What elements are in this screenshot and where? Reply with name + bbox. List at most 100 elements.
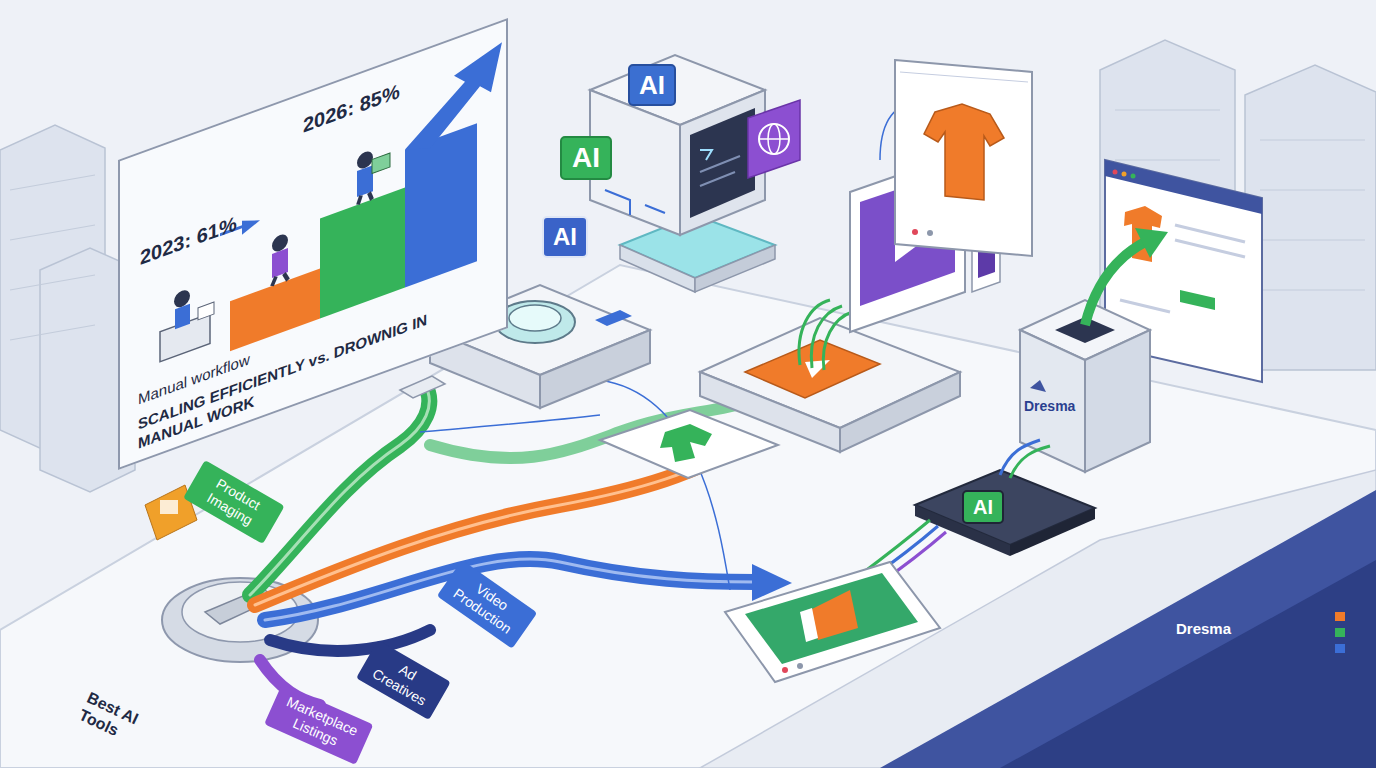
web-page [1175,240,1245,257]
worker-figures [369,192,372,201]
dresma-box [1085,330,1150,472]
city-buildings [10,225,95,240]
ai-chip [915,470,1095,556]
worker-figures [358,196,361,205]
green-shirt-card [600,410,778,478]
ai-cube [700,156,740,172]
image-tag [160,500,178,514]
cabinet [700,470,1376,768]
ai-cube [759,124,789,154]
ai-cube [700,150,712,160]
tool-tag: Video Production [437,560,538,649]
ad-card [725,562,940,682]
node-text: Dresma [1176,620,1231,637]
tool-tag: Product Imaging [183,460,285,544]
city-buildings [1115,160,1220,161]
cabinet [700,470,1376,768]
ai-cube [605,190,665,215]
web-page [1105,160,1262,214]
worker-figures [372,153,390,174]
green-arrow [1085,242,1145,325]
tool-tag: Marketplace Listings [264,684,373,765]
node-text: Video Production [446,569,528,640]
ad-card [800,608,818,642]
chip-wires [1010,446,1050,478]
video-machine [840,372,960,452]
cabinet [1335,612,1345,621]
ai-cube [748,100,800,178]
worker-figures [284,272,288,281]
cabinet [1335,628,1345,637]
ad-card [782,667,788,673]
ai-tag: AI [560,136,612,180]
orange-shirt-card [912,229,918,235]
growth-chart [242,214,260,235]
dresma-box [1030,380,1046,392]
node-text: AI [973,497,993,517]
city-buildings [10,275,95,290]
ai-badge: AI [628,64,676,106]
green-arrow [1085,228,1168,325]
city-buildings [10,175,95,190]
ad-card [810,590,858,640]
data-ribbons [270,630,430,651]
worker-figures [160,143,390,362]
city-buildings [1260,290,1365,291]
camera-machine [400,376,445,398]
node-text: AI [553,225,577,249]
growth-chart [320,188,405,319]
green-shirt-card [600,410,778,478]
cabinet [880,490,1376,768]
worker-figures [272,276,276,285]
node-text: AI [639,72,665,98]
ai-tag: AI [542,216,588,258]
monitor-brand: Dresma [1172,618,1235,639]
green-arrow [1135,228,1168,258]
ai-chip [1010,508,1095,556]
ai-cube [620,245,695,292]
city-buildings [1115,110,1220,111]
web-page [1113,170,1118,175]
web-page [1175,225,1245,242]
node-text: Ad Creatives [365,648,441,711]
ai-cube [759,138,789,140]
camera-machine [595,310,632,326]
web-page [1122,172,1127,177]
ai-cube [690,108,755,218]
ai-chip: AI [962,490,1004,524]
orange-shirt-card [900,72,1028,82]
ad-card [745,573,918,664]
web-page [1120,300,1170,312]
node-text: SCALING EFFICIENTLY vs. DROWNIG IN MANUA… [138,287,488,452]
ad-card [797,663,803,669]
chip-wires [1000,440,1040,475]
video-machine [805,360,830,378]
node-text: Dresma [1024,398,1075,414]
dresma-box [1020,330,1085,472]
node-text: Marketplace Listings [273,692,364,757]
ai-cube [768,124,780,154]
city-buildings [1260,190,1365,191]
city-buildings [10,325,95,340]
cabinet [1335,644,1345,653]
growth-chart [405,42,502,157]
tool-tag: Ad Creatives [356,640,451,720]
video-machine [799,300,852,370]
ai-cube [695,245,775,292]
chart-panel: 2026: 85%2023: 61%Manual workflowSCALING… [118,18,508,470]
ai-cube [700,172,735,186]
node-text: 2023: 61% [140,212,237,270]
caption-label: Best AI Tools [76,688,156,752]
web-page [1131,174,1136,179]
thin-arrows [420,415,600,432]
data-ribbons [250,362,800,705]
orange-shirt-card [895,60,1032,256]
growth-chart [230,268,320,351]
node-text: 2026: 85% [303,79,400,137]
city-buildings [1260,240,1365,241]
orange-shirt-card [927,230,933,236]
cabinet [1000,560,1376,768]
brand-box: Dresma [1024,398,1075,414]
chip-wires [860,520,930,575]
